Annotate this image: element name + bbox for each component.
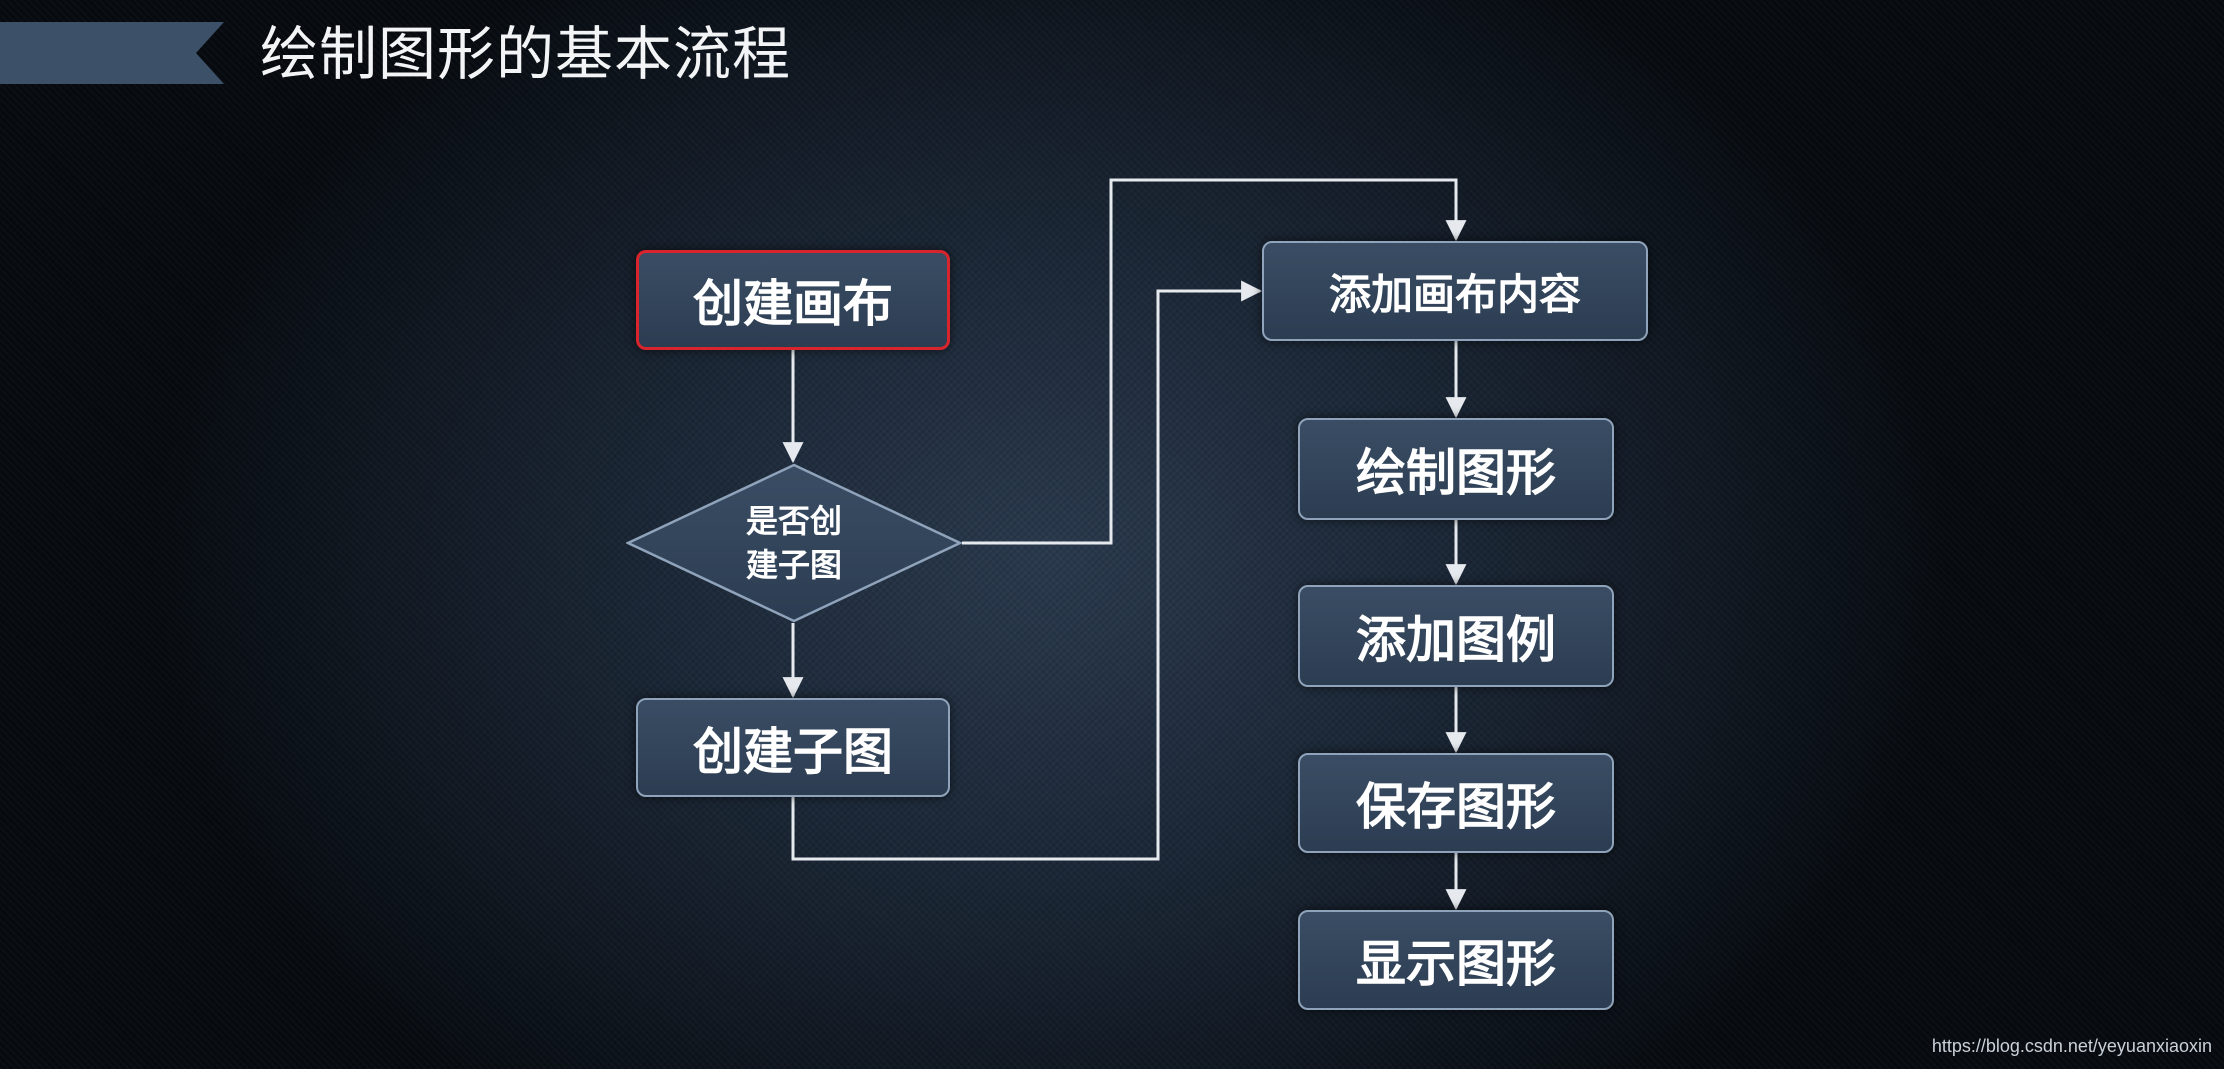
node-add-canvas-content: 添加画布内容 bbox=[1262, 241, 1648, 341]
node-decision-diamond bbox=[626, 463, 962, 623]
decision-label-line1: 是否创 bbox=[745, 502, 842, 540]
page-title: 绘制图形的基本流程 bbox=[260, 20, 792, 88]
watermark-url: https://blog.csdn.net/yeyuanxiaoxin bbox=[1931, 1036, 2212, 1056]
connector-decision-to-content bbox=[962, 178, 1467, 545]
title-ribbon-icon bbox=[0, 22, 224, 84]
node-draw-figure: 绘制图形 bbox=[1298, 418, 1614, 520]
node-save-figure: 保存图形 bbox=[1298, 753, 1614, 853]
node-create-subplot: 创建子图 bbox=[636, 698, 950, 797]
node-show-figure: 显示图形 bbox=[1298, 910, 1614, 1010]
node-add-legend: 添加图例 bbox=[1298, 585, 1614, 687]
decision-label-line2: 建子图 bbox=[745, 546, 842, 584]
decision-label: 是否创 建子图 bbox=[626, 463, 962, 623]
node-create-canvas: 创建画布 bbox=[636, 250, 950, 350]
connector-subplot-to-content bbox=[791, 280, 1263, 861]
